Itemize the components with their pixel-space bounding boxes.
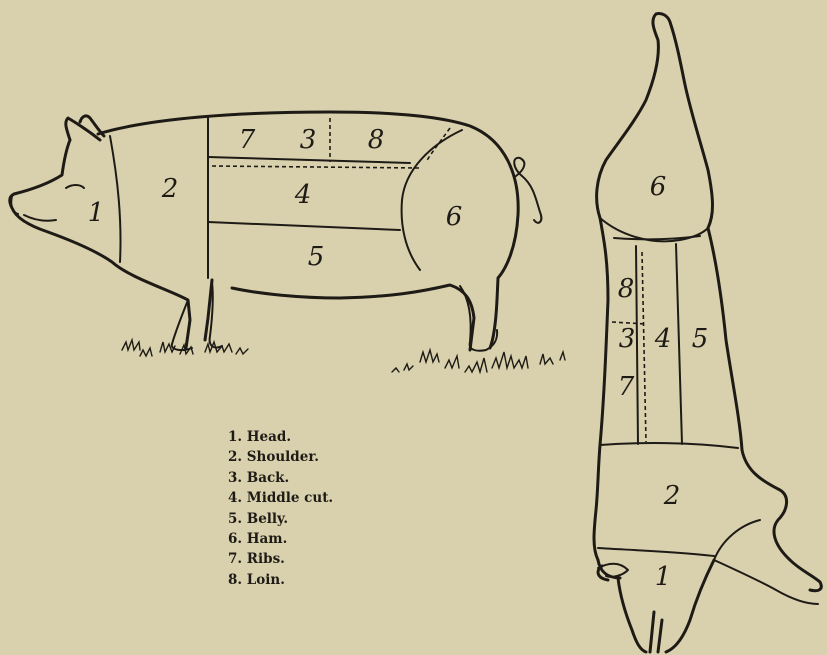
carcass-cut-label-back: 3 [619,324,636,354]
carcass-line-loin [636,246,638,444]
side-cut-label-shoulder: 2 [161,174,179,204]
side-cut-label-back: 3 [300,125,317,155]
side-cut-label-middle: 4 [294,180,312,210]
carcass-line-shoulder [600,443,738,448]
legend-item-ribs: 7. Ribs. [228,549,333,569]
cut-line-head [110,136,121,262]
cuts-legend: 1. Head. 2. Shoulder. 3. Back. 4. Middle… [228,427,333,590]
legend-item-belly: 5. Belly. [228,509,333,529]
pig-body-outline [10,112,518,350]
side-cut-label-belly: 5 [308,242,325,272]
legend-item-shoulder: 2. Shoulder. [228,447,333,467]
legend-item-back: 3. Back. [228,468,333,488]
carcass-cut-label-ham: 6 [650,172,667,202]
pig-eye [66,185,84,188]
side-cut-label-head: 1 [88,198,105,228]
carcass-cut-label-head: 1 [655,562,672,592]
legend-item-ham: 6. Ham. [228,529,333,549]
pig-front-leg [172,282,222,350]
cut-line-middle [208,222,400,230]
side-view-pig: 1 2 7 3 8 4 5 6 [10,112,565,372]
cut-line-back-lower [208,157,410,163]
side-cut-label-loin: 8 [368,125,385,155]
carcass-cut-label-loin: 8 [618,274,635,304]
carcass-line-head [598,548,714,556]
carcass-shoulder-flap [714,520,818,604]
carcass-line-belly [676,244,682,444]
cut-line-ham [402,130,462,270]
legend-item-loin: 8. Loin. [228,570,333,590]
legend-item-middle-cut: 4. Middle cut. [228,488,333,508]
grass-left [122,340,248,356]
cut-line-dashed-horizontal [212,166,420,168]
side-cut-label-ham: 6 [446,202,463,232]
grass-right [392,350,565,372]
pig-ear [66,116,104,140]
side-cut-label-ribs: 7 [239,125,256,155]
carcass-cut-label-belly: 5 [692,324,709,354]
carcass-cut-label-ribs: 7 [618,372,635,402]
carcass-line-dashed [642,252,646,442]
carcass-cut-label-shoulder: 2 [663,481,681,511]
carcass-cut-label-middle: 4 [654,324,672,354]
carcass-view: 6 8 3 4 5 7 2 1 [594,13,821,652]
legend-item-head: 1. Head. [228,427,333,447]
